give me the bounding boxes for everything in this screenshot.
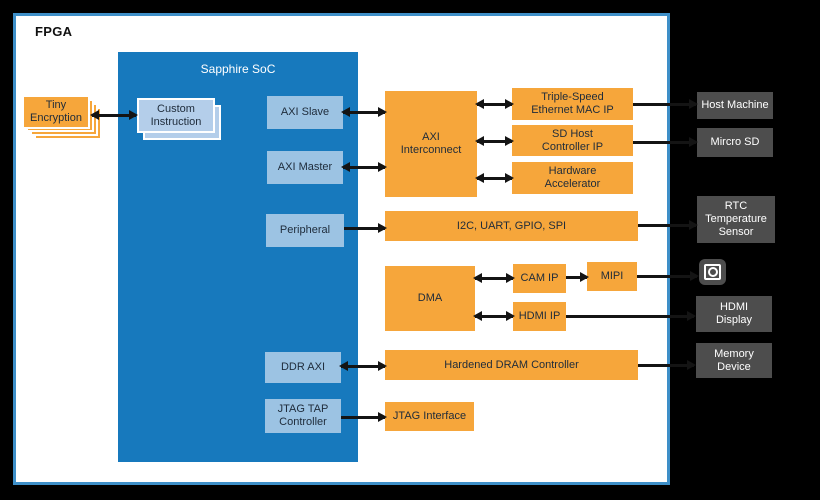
arrow-connector: [344, 223, 387, 233]
dram-controller-block: Hardened DRAM Controller: [385, 350, 638, 380]
memory-device-block: Memory Device: [696, 343, 772, 378]
rtc-temperature-sensor-block: RTC Temperature Sensor: [697, 196, 775, 243]
axi-slave-port: AXI Slave: [267, 96, 343, 129]
arrow-connector: [475, 136, 514, 146]
host-machine-block: Host Machine: [697, 92, 773, 119]
peripheral-bus-block: I2C, UART, GPIO, SPI: [385, 211, 638, 241]
arrow-connector: [473, 311, 515, 321]
mipi-block: MIPI: [587, 262, 637, 291]
arrow-connector: [475, 173, 514, 183]
jtag-interface-block: JTAG Interface: [385, 402, 474, 431]
ddr-axi-port: DDR AXI: [265, 352, 341, 383]
hdmi-display-block: HDMI Display: [696, 296, 772, 332]
ethernet-mac-block: Triple-Speed Ethernet MAC IP: [512, 88, 633, 120]
arrow-connector: [633, 99, 698, 109]
arrow-connector: [638, 220, 698, 230]
fpga-label: FPGA: [35, 24, 73, 39]
jtag-tap-controller-port: JTAG TAP Controller: [265, 399, 341, 433]
micro-sd-block: Mircro SD: [697, 128, 773, 157]
arrow-connector: [341, 412, 387, 422]
arrow-connector: [341, 107, 387, 117]
arrow-connector: [339, 361, 387, 371]
tiny-encryption-block: Tiny Encryption: [22, 95, 90, 129]
arrow-connector: [473, 273, 515, 283]
arrow-connector: [638, 360, 696, 370]
hdmi-ip-block: HDMI IP: [513, 302, 566, 331]
arrow-connector: [566, 272, 589, 282]
arrow-connector: [341, 162, 387, 172]
arrow-connector: [475, 99, 514, 109]
arrow-connector: [566, 311, 696, 321]
arrow-connector: [637, 271, 699, 281]
hardware-accelerator-block: Hardware Accelerator: [512, 162, 633, 194]
camera-icon: [699, 259, 726, 285]
peripheral-port: Peripheral: [266, 214, 344, 247]
camera-lens-square-icon: [704, 264, 721, 280]
axi-interconnect-block: AXI Interconnect: [385, 91, 477, 197]
dma-block: DMA: [385, 266, 475, 331]
sapphire-soc-title: Sapphire SoC: [200, 62, 276, 76]
custom-instruction-block: Custom Instruction: [137, 98, 215, 133]
sd-host-controller-block: SD Host Controller IP: [512, 125, 633, 156]
arrow-connector: [90, 110, 138, 120]
axi-master-port: AXI Master: [267, 151, 343, 184]
camera-lens-circle-icon: [707, 267, 718, 277]
arrow-connector: [633, 137, 698, 147]
cam-ip-block: CAM IP: [513, 264, 566, 293]
